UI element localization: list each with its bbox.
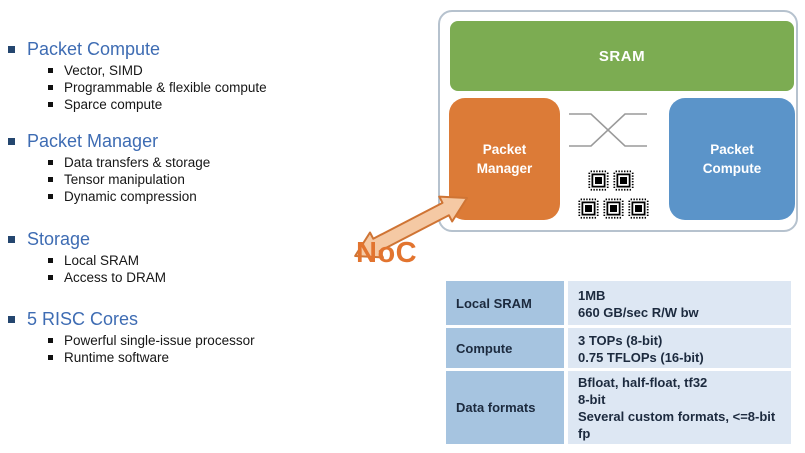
list-item-text: Sparce compute bbox=[64, 97, 163, 112]
list-item: Data transfers & storage bbox=[48, 154, 433, 171]
list-item: Sparce compute bbox=[48, 96, 433, 113]
list-item: Tensor manipulation bbox=[48, 171, 433, 188]
sram-block: SRAM bbox=[450, 21, 794, 91]
spec-table: Local SRAM 1MB 660 GB/sec R/W bw Compute… bbox=[446, 281, 791, 444]
table-row: Data formats Bfloat, half-float, tf32 8-… bbox=[446, 371, 791, 444]
noc-label: NoC bbox=[356, 237, 418, 269]
packet-manager-block: Packet Manager bbox=[449, 98, 560, 220]
list-item-text: Tensor manipulation bbox=[64, 172, 185, 187]
row-value: 1MB 660 GB/sec R/W bw bbox=[568, 281, 791, 325]
row-label: Local SRAM bbox=[446, 281, 564, 325]
bullet-square-icon bbox=[48, 258, 53, 263]
list-item: Dynamic compression bbox=[48, 188, 433, 205]
value-line: 0.75 TFLOPs (16-bit) bbox=[578, 349, 704, 365]
bullet-square-icon bbox=[48, 177, 53, 182]
list-item-text: Dynamic compression bbox=[64, 189, 197, 204]
value-line: 8-bit bbox=[578, 392, 606, 407]
table-row: Compute 3 TOPs (8-bit) 0.75 TFLOPs (16-b… bbox=[446, 328, 791, 368]
chip-icon bbox=[613, 170, 634, 191]
bullet-square-icon bbox=[48, 102, 53, 107]
list-item: Local SRAM bbox=[48, 252, 433, 269]
list-item-text: Local SRAM bbox=[64, 253, 140, 268]
bullet-square-icon bbox=[8, 138, 15, 145]
bullet-square-icon bbox=[48, 338, 53, 343]
section-title: Packet Manager bbox=[27, 131, 159, 151]
section-heading: Packet Manager bbox=[8, 130, 433, 154]
chip-icon bbox=[603, 198, 624, 219]
value-line: 1MB bbox=[578, 287, 606, 303]
value-line: 660 GB/sec R/W bw bbox=[578, 304, 699, 320]
bullet-square-icon bbox=[8, 316, 15, 323]
list-item: Vector, SIMD bbox=[48, 62, 433, 79]
bullet-square-icon bbox=[48, 355, 53, 360]
chip-icon bbox=[578, 198, 599, 219]
row-value: Bfloat, half-float, tf32 8-bit Several c… bbox=[568, 371, 791, 444]
section-storage: Storage Local SRAM Access to DRAM bbox=[8, 228, 433, 286]
value-line: Several custom formats, <=8-bit fp bbox=[578, 409, 776, 441]
section-risc-cores: 5 RISC Cores Powerful single-issue proce… bbox=[8, 308, 433, 366]
row-label: Data formats bbox=[446, 371, 564, 444]
list-item-text: Data transfers & storage bbox=[64, 155, 211, 170]
list-item-text: Vector, SIMD bbox=[64, 63, 143, 78]
list-item: Runtime software bbox=[48, 349, 433, 366]
section-packet-compute: Packet Compute Vector, SIMD Programmable… bbox=[8, 38, 433, 113]
packet-compute-block: Packet Compute bbox=[669, 98, 795, 220]
bullet-square-icon bbox=[8, 46, 15, 53]
noc-double-arrow-icon bbox=[354, 195, 468, 259]
row-label: Compute bbox=[446, 328, 564, 368]
bullet-square-icon bbox=[48, 160, 53, 165]
chip-diagram: SRAM Packet Manager Packet Compute bbox=[438, 10, 798, 232]
bullet-square-icon bbox=[8, 236, 15, 243]
section-packet-manager: Packet Manager Data transfers & storage … bbox=[8, 130, 433, 205]
sram-label: SRAM bbox=[598, 47, 646, 65]
bullet-square-icon bbox=[48, 68, 53, 73]
list-item: Access to DRAM bbox=[48, 269, 433, 286]
row-value: 3 TOPs (8-bit) 0.75 TFLOPs (16-bit) bbox=[568, 328, 791, 368]
chip-icon bbox=[628, 198, 649, 219]
section-heading: 5 RISC Cores bbox=[8, 308, 433, 332]
value-line: Bfloat, half-float, tf32 bbox=[578, 375, 708, 390]
table-row: Local SRAM 1MB 660 GB/sec R/W bw bbox=[446, 281, 791, 325]
packet-compute-label: Packet Compute bbox=[702, 142, 762, 176]
value-line: 3 TOPs (8-bit) bbox=[578, 332, 663, 348]
section-title: 5 RISC Cores bbox=[27, 309, 139, 329]
list-item-text: Powerful single-issue processor bbox=[64, 333, 255, 348]
section-heading: Packet Compute bbox=[8, 38, 433, 62]
bullet-square-icon bbox=[48, 275, 53, 280]
bullet-square-icon bbox=[48, 85, 53, 90]
section-title: Storage bbox=[27, 229, 91, 249]
section-title: Packet Compute bbox=[27, 39, 161, 59]
bullet-square-icon bbox=[48, 194, 53, 199]
list-item-text: Runtime software bbox=[64, 350, 170, 365]
list-item: Powerful single-issue processor bbox=[48, 332, 433, 349]
crossbar-switch-icon bbox=[569, 113, 647, 147]
section-heading: Storage bbox=[8, 228, 433, 252]
list-item-text: Programmable & flexible compute bbox=[64, 80, 267, 95]
list-item: Programmable & flexible compute bbox=[48, 79, 433, 96]
chip-icon bbox=[588, 170, 609, 191]
packet-manager-label: Packet Manager bbox=[476, 142, 533, 176]
list-item-text: Access to DRAM bbox=[64, 270, 167, 285]
